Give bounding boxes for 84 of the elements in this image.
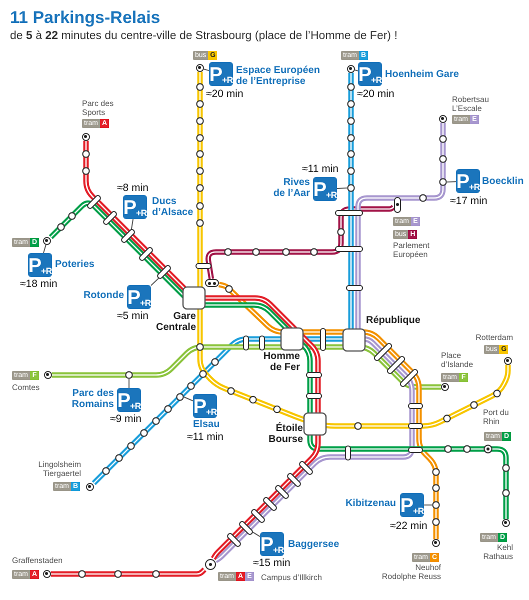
- park-and-ride-name: Baggersee: [288, 539, 340, 550]
- leader-line: [203, 68, 210, 72]
- travel-time: ≈22 min: [390, 520, 428, 532]
- travel-time: ≈5 min: [117, 310, 148, 322]
- park-and-ride-sign: P$_{+R}$: [260, 532, 284, 556]
- park-and-ride-sign: P$_{+R}$: [123, 195, 147, 219]
- station-name: Port du Rhin: [483, 408, 510, 426]
- tram-line: [92, 72, 354, 486]
- station-name: Robertsau L’Escale: [452, 95, 490, 113]
- station-name: Graffenstaden: [12, 556, 63, 565]
- leader-line: [128, 378, 130, 388]
- station-name: Rotterdam: [474, 333, 513, 342]
- park-and-ride-name: Poteries: [55, 259, 94, 270]
- station-pill: [205, 279, 219, 287]
- travel-time: ≈9 min: [110, 413, 142, 425]
- tram-line: [52, 344, 442, 390]
- station-name: Kehl Rathaus: [482, 543, 513, 561]
- travel-time: ≈18 min: [20, 278, 58, 290]
- park-and-ride-name: Boecklin: [482, 176, 524, 187]
- terminus-stop: [44, 371, 52, 379]
- travel-time: ≈8 min: [117, 182, 148, 194]
- subtitle: de 5 à 22 minutes du centre-ville de Strasbourg (place de l’Homme de Fer) !: [10, 29, 398, 43]
- interchange-name: Étoile Bourse: [268, 423, 303, 445]
- park-and-ride-sign: P$_{+R}$: [456, 169, 480, 193]
- station-name: Neuhof Rodolphe Reuss: [381, 563, 441, 581]
- terminus-stop: [43, 570, 51, 578]
- travel-time: ≈11 min: [302, 163, 338, 175]
- station-name: Place d’Islande: [441, 351, 474, 369]
- tram-line: [197, 72, 511, 429]
- tram-line: [206, 204, 396, 280]
- tram-line: [48, 200, 509, 520]
- leader-line: [354, 70, 358, 72]
- park-and-ride-name: Rotonde: [82, 290, 124, 301]
- terminus-stop: [196, 64, 204, 72]
- park-and-ride-name: Parc des Romains: [70, 388, 114, 410]
- title: 11 Parkings-Relais: [10, 8, 160, 28]
- park-and-ride-sign: P$_{+R}$: [400, 493, 424, 517]
- station-name: Campus d’Illkirch: [261, 573, 322, 582]
- terminus-stop: [504, 357, 512, 365]
- tram-line: [50, 568, 206, 577]
- tram-line: [218, 282, 439, 540]
- park-and-ride-sign: P$_{+R}$: [193, 394, 217, 418]
- interchange-name: Gare Centrale: [154, 311, 196, 333]
- terminus-stop: [439, 115, 447, 123]
- terminus-stop: [82, 133, 90, 141]
- park-and-ride-sign: P$_{+R}$: [209, 62, 233, 86]
- travel-time: ≈20 min: [206, 88, 244, 100]
- park-and-ride-name: Rives de l’Aar: [272, 177, 310, 199]
- park-and-ride-sign: P$_{+R}$: [127, 285, 151, 309]
- interchange-name: République: [366, 315, 420, 326]
- park-and-ride-sign: P$_{+R}$: [313, 177, 337, 201]
- travel-time: ≈11 min: [187, 431, 224, 443]
- park-and-ride-name: Ducs d’Alsace: [152, 196, 194, 218]
- leader-line: [424, 504, 432, 506]
- terminus-stop: [86, 483, 94, 491]
- leader-line: [446, 181, 456, 182]
- leader-line: [150, 276, 162, 286]
- station-name: Lingolsheim Tiergaertel: [37, 460, 81, 478]
- station-name: Parc des Sports: [82, 99, 115, 117]
- park-and-ride-name: Espace Européen de l’Entreprise: [236, 65, 321, 87]
- terminus-stop: [347, 65, 355, 73]
- travel-time: ≈17 min: [450, 195, 488, 207]
- station-name: Comtes: [12, 383, 40, 392]
- interchange-name: Homme de Fer: [262, 351, 300, 373]
- leader-line: [184, 396, 194, 402]
- leader-line: [43, 244, 46, 254]
- terminus-stop: [204, 558, 216, 570]
- tram-line: [214, 122, 446, 563]
- terminus-stop: [432, 539, 440, 547]
- park-and-ride-sign: P$_{+R}$: [28, 253, 52, 277]
- terminus-stop: [502, 519, 510, 527]
- travel-time: ≈15 min: [253, 557, 290, 569]
- terminus-stop: [43, 237, 51, 245]
- park-and-ride-name: Hoenheim Gare: [385, 69, 459, 80]
- park-and-ride-name: Kibitzenau: [344, 498, 396, 509]
- park-and-ride-sign: P$_{+R}$: [117, 388, 141, 412]
- leader-line: [250, 530, 260, 538]
- leader-line: [336, 188, 348, 189]
- station-name: Parlement Européen: [393, 241, 430, 259]
- travel-time: ≈20 min: [357, 88, 394, 100]
- tram-line: [83, 140, 321, 560]
- park-and-ride-name: Elsau: [193, 419, 220, 430]
- terminus-stop: [441, 383, 449, 391]
- park-and-ride-sign: P$_{+R}$: [358, 62, 382, 86]
